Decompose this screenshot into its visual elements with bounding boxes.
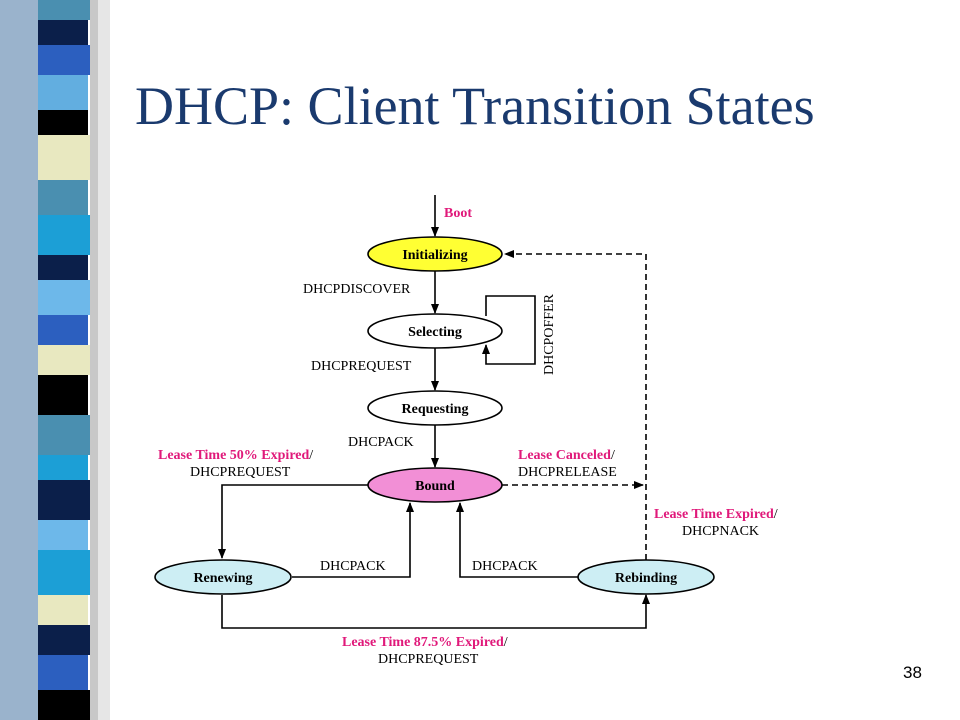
- state-renewing: Renewing: [154, 559, 292, 595]
- rebinding-bound-arrow: [456, 502, 580, 578]
- lease875-message: DHCPREQUEST: [378, 652, 479, 667]
- dhcpoffer-label: DHCPOFFER: [542, 293, 557, 375]
- rebinding-initializing-arrow: [504, 250, 647, 560]
- lease875-label: Lease Time 87.5% Expired/: [342, 635, 508, 650]
- offer-loop: [482, 295, 536, 365]
- state-rebinding-label: Rebinding: [615, 571, 677, 586]
- state-renewing-label: Renewing: [193, 571, 252, 586]
- lease-canceled-message: DHCPRELEASE: [518, 465, 617, 480]
- slide-title: DHCP: Client Transition States: [135, 76, 815, 136]
- lease-expired-message: DHCPNACK: [682, 524, 759, 539]
- rebind-ack-label: DHCPACK: [472, 559, 538, 574]
- lease50-label: Lease Time 50% Expired/: [158, 448, 313, 463]
- renewing-rebinding-arrow: [221, 594, 650, 629]
- renewing-bound-arrow: [292, 502, 414, 578]
- state-initializing-label: Initializing: [402, 248, 467, 263]
- bound-renewing-arrow: [218, 484, 368, 559]
- lease-expired-label: Lease Time Expired/: [654, 507, 778, 522]
- dhcpack-request-label: DHCPACK: [348, 435, 414, 450]
- state-selecting-label: Selecting: [408, 325, 462, 340]
- state-requesting: Requesting: [367, 390, 503, 426]
- state-rebinding: Rebinding: [577, 559, 715, 595]
- state-initializing: Initializing: [367, 236, 503, 272]
- state-selecting: Selecting: [367, 313, 503, 349]
- lease50-message: DHCPREQUEST: [190, 465, 291, 480]
- dhcpdiscover-label: DHCPDISCOVER: [303, 282, 411, 297]
- page-number: 38: [903, 663, 922, 682]
- renew-ack-label: DHCPACK: [320, 559, 386, 574]
- decorative-stripe: [0, 0, 110, 720]
- lease-canceled-label: Lease Canceled/: [518, 448, 615, 463]
- state-bound-label: Bound: [415, 479, 455, 494]
- state-requesting-label: Requesting: [402, 402, 469, 417]
- boot-label: Boot: [444, 206, 472, 221]
- dhcprequest-select-label: DHCPREQUEST: [311, 359, 412, 374]
- state-bound: Bound: [367, 467, 503, 503]
